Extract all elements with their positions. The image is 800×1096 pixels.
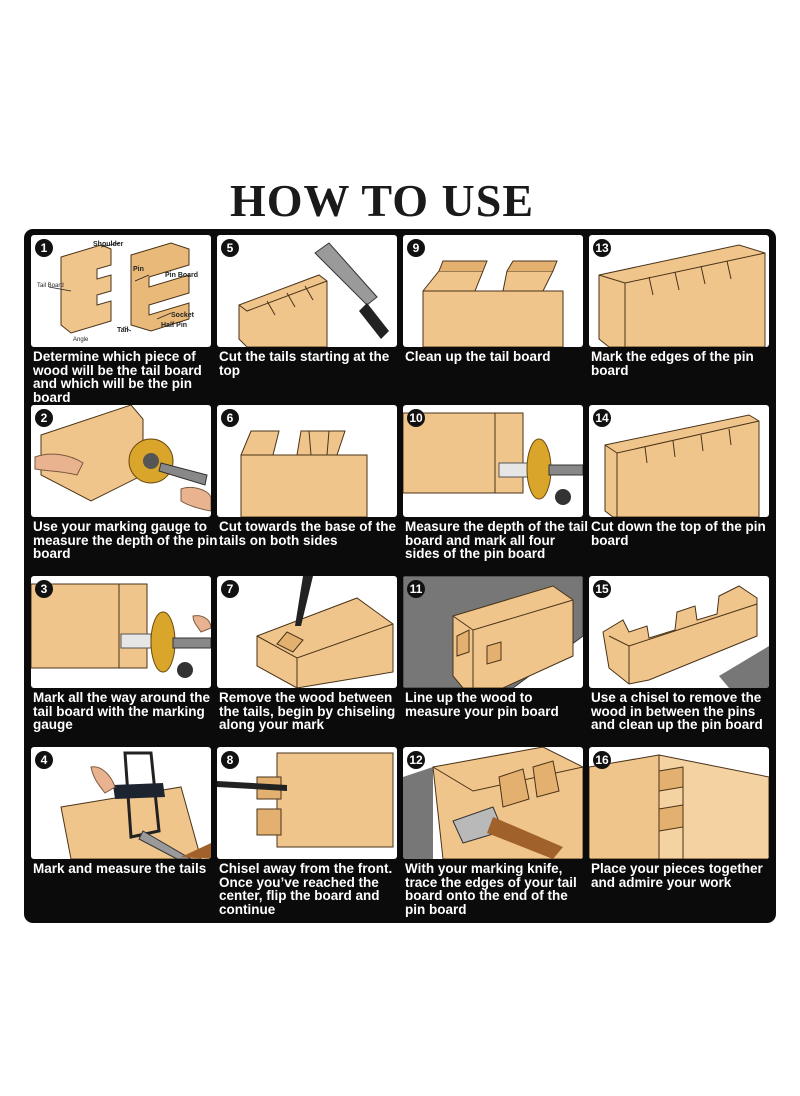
step-5: 5 Cut the tails starting at the top xyxy=(217,235,397,405)
step-9-illustration: 9 xyxy=(403,235,583,347)
dovetail-marker-icon xyxy=(60,751,211,859)
step-number-badge: 7 xyxy=(221,580,239,598)
marking-knife-icon xyxy=(403,747,583,859)
step-10: 10 Measure the depth of the tail board a… xyxy=(403,405,588,575)
step-5-caption: Cut the tails starting at the top xyxy=(219,349,390,378)
step-9-caption: Clean up the tail board xyxy=(405,349,551,364)
board-diagram-icon: Shoulder Pin Pin Board Tail Board Socket… xyxy=(37,241,198,343)
marking-gauge-icon xyxy=(403,412,583,505)
step-number-badge: 9 xyxy=(407,239,425,257)
step-8-illustration: 8 xyxy=(217,747,397,859)
pin-board-marked-icon xyxy=(598,244,766,347)
step-13: 13 Mark the edges of the pin board xyxy=(589,235,769,405)
step-13-caption: Mark the edges of the pin board xyxy=(591,349,754,378)
step-8-caption: Chisel away from the front. Once you’ve … xyxy=(219,861,393,917)
step-5-illustration: 5 xyxy=(217,235,397,347)
step-16: 16 Place your pieces together and admire… xyxy=(589,747,769,917)
step-16-caption: Place your pieces together and admire yo… xyxy=(591,861,763,890)
step-number-badge: 10 xyxy=(407,409,425,427)
step-11-caption: Line up the wood to measure your pin boa… xyxy=(405,690,559,719)
step-2: 2 Use your marking gauge to measure the … xyxy=(31,405,218,575)
step-7: 7 Remove the wood between the tails, beg… xyxy=(217,576,397,746)
instructions-panel: 1 Shoulder Pin Pin Board Tail Board Sock… xyxy=(24,229,776,923)
step-number-badge: 15 xyxy=(593,580,611,598)
pin-label: Pin xyxy=(133,266,144,273)
step-9: 9 Clean up the tail board xyxy=(403,235,583,405)
step-number-badge: 1 xyxy=(35,239,53,257)
pins-icon xyxy=(602,585,769,688)
half-pin-label: Half Pin xyxy=(161,322,187,329)
step-4: 4 Mark and measure the tails xyxy=(31,747,211,917)
step-15: 15 Use a chisel to remove the wood in be… xyxy=(589,576,769,746)
step-1: 1 Shoulder Pin Pin Board Tail Board Sock… xyxy=(31,235,211,405)
step-7-caption: Remove the wood between the tails, begin… xyxy=(219,690,396,732)
step-number-badge: 12 xyxy=(407,751,425,769)
step-7-illustration: 7 xyxy=(217,576,397,688)
step-12-illustration: 12 xyxy=(403,747,583,859)
pin-board-cut-icon xyxy=(604,414,760,517)
marking-gauge-icon xyxy=(31,583,211,678)
step-14-caption: Cut down the top of the pin board xyxy=(591,519,766,548)
step-1-caption: Determine which piece of wood will be th… xyxy=(33,349,202,405)
step-12: 12 With your marking knife, trace the ed… xyxy=(403,747,583,917)
step-2-illustration: 2 xyxy=(31,405,211,517)
pin-board-label: Pin Board xyxy=(165,272,198,279)
step-14: 14 Cut down the top of the pin board xyxy=(589,405,769,575)
line-up-icon xyxy=(403,576,583,688)
saw-cut-icon xyxy=(238,242,389,347)
step-3: 3 Mark all the way around the tail board… xyxy=(31,576,211,746)
step-10-illustration: 10 xyxy=(403,405,583,517)
step-11: 11 Line up the wood to measure your pin … xyxy=(403,576,583,746)
tail-board-icon xyxy=(240,430,368,517)
step-11-illustration: 11 xyxy=(403,576,583,688)
step-12-caption: With your marking knife, trace the edges… xyxy=(405,861,577,917)
step-16-illustration: 16 xyxy=(589,747,769,859)
step-8: 8 Chisel away from the front. Once you’v… xyxy=(217,747,397,917)
tail-board-label: Tail Board xyxy=(37,283,64,289)
step-3-illustration: 3 xyxy=(31,576,211,688)
step-number-badge: 13 xyxy=(593,239,611,257)
step-number-badge: 16 xyxy=(593,751,611,769)
step-3-caption: Mark all the way around the tail board w… xyxy=(33,690,211,732)
step-number-badge: 3 xyxy=(35,580,53,598)
step-4-caption: Mark and measure the tails xyxy=(33,861,207,876)
step-number-badge: 8 xyxy=(221,751,239,769)
tail-board-icon xyxy=(422,260,564,347)
chisel-icon xyxy=(256,576,394,688)
step-4-illustration: 4 xyxy=(31,747,211,859)
step-15-illustration: 15 xyxy=(589,576,769,688)
step-10-caption: Measure the depth of the tail board and … xyxy=(405,519,589,561)
marking-gauge-icon xyxy=(34,405,211,512)
step-number-badge: 14 xyxy=(593,409,611,427)
page-title: HOW TO USE xyxy=(229,175,534,226)
tail-label: Tail xyxy=(117,327,129,334)
step-number-badge: 4 xyxy=(35,751,53,769)
step-6: 6 Cut towards the base of the tails on b… xyxy=(217,405,397,575)
step-6-caption: Cut towards the base of the tails on bot… xyxy=(219,519,397,548)
step-15-caption: Use a chisel to remove the wood in betwe… xyxy=(591,690,763,732)
step-2-caption: Use your marking gauge to measure the de… xyxy=(33,519,218,561)
step-1-illustration: 1 Shoulder Pin Pin Board Tail Board Sock… xyxy=(31,235,211,347)
shoulder-label: Shoulder xyxy=(93,241,124,248)
angle-label: Angle xyxy=(73,337,89,343)
step-14-illustration: 14 xyxy=(589,405,769,517)
step-number-badge: 5 xyxy=(221,239,239,257)
chisel-icon xyxy=(217,752,394,848)
step-number-badge: 6 xyxy=(221,409,239,427)
assembled-joint-icon xyxy=(589,754,769,859)
step-number-badge: 11 xyxy=(407,580,425,598)
step-number-badge: 2 xyxy=(35,409,53,427)
step-13-illustration: 13 xyxy=(589,235,769,347)
step-6-illustration: 6 xyxy=(217,405,397,517)
socket-label: Socket xyxy=(171,312,195,319)
